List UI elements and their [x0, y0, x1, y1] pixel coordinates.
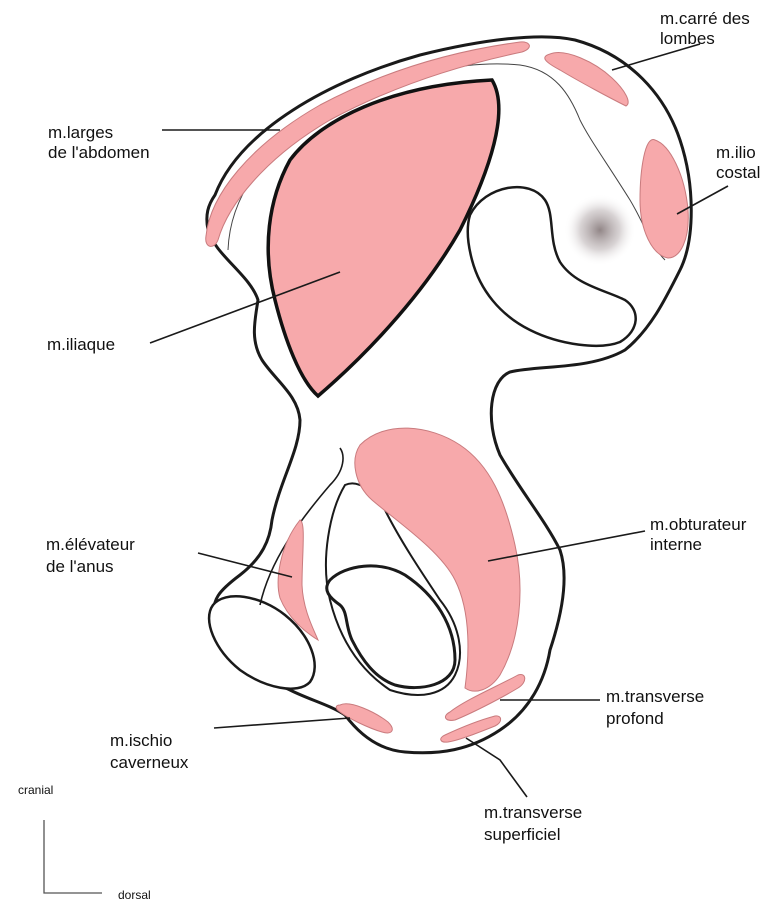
label-carre-lombes: m.carré des lombes: [660, 9, 754, 48]
label-elevateur-anus: m.élévateur de l'anus: [46, 535, 140, 576]
label-ischio-caverneux: m.ischio caverneux: [110, 731, 189, 772]
leader-transverse-superficiel: [466, 738, 527, 797]
orientation-axes: [44, 820, 102, 893]
acetabulum-shadow: [564, 194, 636, 266]
orientation-dorsal: dorsal: [118, 888, 151, 902]
label-transverse-profond: m.transverse profond: [606, 687, 709, 728]
label-larges-abdomen: m.larges de l'abdomen: [48, 123, 150, 162]
label-obturateur-interne: m.obturateur interne: [650, 515, 751, 554]
label-ilio-costal: m.ilio costal: [716, 143, 760, 182]
orientation-cranial: cranial: [18, 783, 53, 797]
leader-ischio-caverneux: [214, 718, 350, 728]
label-transverse-superficiel: m.transverse superficiel: [484, 803, 587, 844]
label-iliaque: m.iliaque: [47, 335, 115, 354]
